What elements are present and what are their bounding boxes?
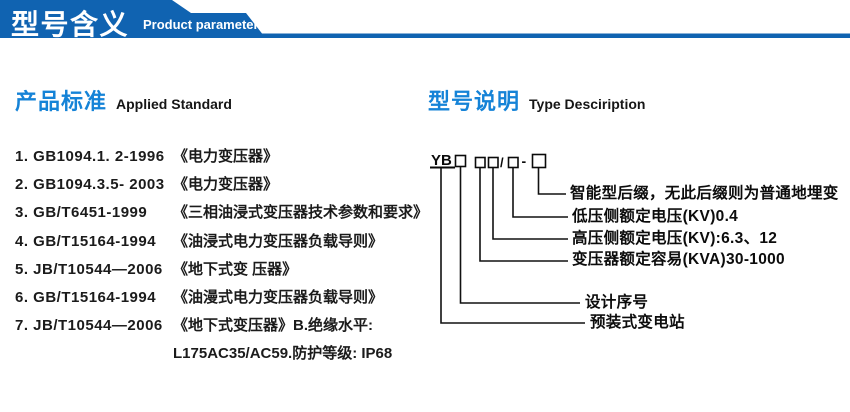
connector-substation [440,167,585,324]
model-code-prefix: YB [431,152,452,169]
connector-design-number [459,167,580,304]
standard-code: 7. JB/T10544—2006 [15,317,163,335]
standard-title: 《电力变压器》 [173,176,279,194]
model-code-dash: - [522,153,527,169]
standard-code: 3. GB/T6451-1999 [15,204,148,222]
type-heading-en: Type Desciription [529,96,646,112]
standards-heading-en: Applied Standard [116,96,232,112]
standard-title: 《电力变压器》 [173,148,279,165]
standard-title: 《油漫式电力变压器负载导则》 [173,288,384,306]
connector-hv-voltage [492,168,568,240]
standard-item: 4. GB/T15164-1994 《油浸式电力变压器负载导则》 [15,228,428,256]
standard-item: 5. JB/T10544—2006 《地下式变 压器》 [15,256,428,284]
diagram-label-hv-voltage: 高压侧额定电压(KV):6.3、12 [572,230,778,247]
diagram-label-design-number: 设计序号 [585,294,649,311]
standard-title: 《地下式变 压器》 [173,260,298,278]
model-code-box-suffix [531,153,547,169]
diagram-label-smart-suffix: 智能型后缀，无此后缀则为普通地埋变 [570,185,839,202]
banner-polygon [0,0,850,38]
model-code-box-lv [507,156,519,169]
standard-item: 7. JB/T10544—2006 《地下式变压器》B.绝缘水平: [15,312,428,340]
standard-code: 1. GB1094.1. 2-1996 [15,148,165,165]
standard-continuation: L175AC35/AC59.防护等级: IP68 [173,345,393,363]
model-code-slash: / [500,155,504,170]
standard-title: 《三相油浸式变压器技术参数和要求》 [173,204,429,222]
model-code-diagram: YB / - [430,152,585,324]
diagram-label-capacity: 变压器额定容易(KVA)30-1000 [572,251,785,268]
standard-code: 5. JB/T10544—2006 [15,260,163,278]
page-title: 型号含义 [11,9,130,40]
diagram-label-substation: 预装式变电站 [590,314,685,331]
standards-heading: 产品标准 Applied Standard [15,84,232,116]
connector-capacity [479,168,568,262]
standards-list: 1. GB1094.1. 2-1996 《电力变压器》 2. GB1094.3.… [15,143,428,369]
standard-code: 4. GB/T15164-1994 [15,232,157,250]
standard-code: 6. GB/T15164-1994 [15,288,157,306]
type-heading-cn: 型号说明 [428,89,521,114]
type-description-heading: 型号说明 Type Desciription [428,84,645,116]
connector-lv-voltage [512,168,568,218]
standard-item: 6. GB/T15164-1994 《油漫式电力变压器负载导则》 [15,284,428,312]
model-code-box-design [454,154,467,168]
standard-item-continuation: L175AC35/AC59.防护等级: IP68 [15,340,428,368]
connector-smart-suffix [537,168,566,195]
standards-heading-cn: 产品标准 [15,89,108,114]
header-banner-shape [0,0,850,38]
standard-code: 2. GB1094.3.5- 2003 [15,176,165,194]
page-subtitle: Product parameters [143,17,266,32]
model-code-box-hv [487,156,499,169]
standard-title: 《油浸式电力变压器负载导则》 [173,232,384,250]
standard-item: 2. GB1094.3.5- 2003 《电力变压器》 [15,171,428,199]
standard-item: 3. GB/T6451-1999 《三相油浸式变压器技术参数和要求》 [15,199,428,227]
standard-code-empty [15,340,173,368]
model-code-box-capacity [474,156,486,169]
standard-item: 1. GB1094.1. 2-1996 《电力变压器》 [15,143,428,171]
standard-title: 《地下式变压器》B.绝缘水平: [173,317,373,335]
diagram-label-lv-voltage: 低压侧额定电压(KV)0.4 [572,208,739,225]
